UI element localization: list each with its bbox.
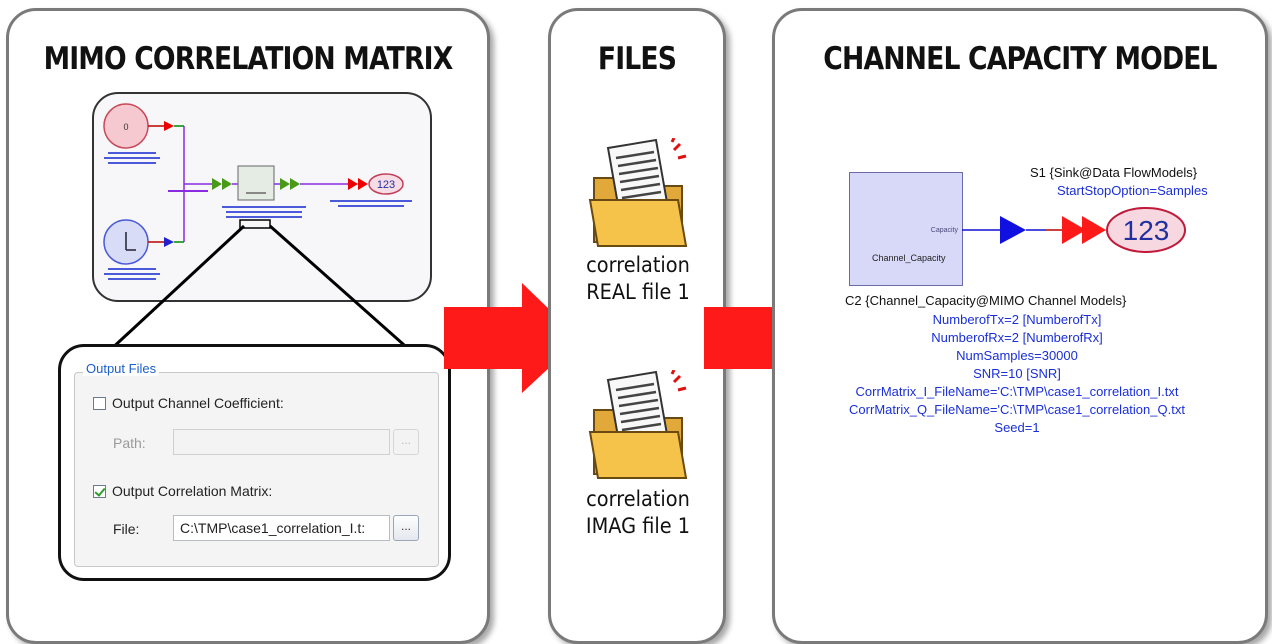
output-correlation-matrix-checkbox[interactable]: [93, 484, 106, 498]
red-arrow-icon: [1062, 216, 1086, 244]
svg-text:0: 0: [123, 122, 128, 132]
file-imag-line2: IMAG file 1: [585, 514, 691, 538]
panel-title-files: FILES: [597, 41, 677, 77]
output-files-legend: Output Files: [83, 361, 160, 376]
channel-capacity-panel: CHANNEL CAPACITY MODEL: [772, 8, 1268, 644]
output-channel-coefficient-label: Output Channel Coefficient:: [112, 395, 284, 411]
file-label: File:: [113, 521, 140, 537]
param-line: Seed=1: [994, 420, 1040, 435]
capacity-signal-path: 123: [962, 207, 1186, 253]
output-correlation-matrix-row[interactable]: Output Correlation Matrix:: [93, 483, 272, 499]
output-correlation-matrix-label: Output Correlation Matrix:: [112, 483, 273, 499]
param-line: NumSamples=30000: [956, 348, 1078, 363]
param-line: CorrMatrix_I_FileName='C:\TMP\case1_corr…: [855, 384, 1179, 399]
output-channel-coefficient-row[interactable]: Output Channel Coefficient:: [93, 395, 284, 411]
param-line: NumberofRx=2 [NumberofRx]: [931, 330, 1103, 345]
file-real-line1: correlation: [586, 253, 690, 277]
panel-title-capacity: CHANNEL CAPACITY MODEL: [823, 41, 1217, 77]
mini-sink-icon: [368, 173, 404, 195]
mini-schematic: 0 123: [92, 92, 432, 302]
component-params: NumberofTx=2 [NumberofTx] NumberofRx=2 [N…: [767, 311, 1267, 437]
file-input[interactable]: C:\TMP\case1_correlation_I.t:: [173, 515, 390, 541]
mini-schematic-drawing: 0 123: [103, 103, 412, 280]
param-line: CorrMatrix_Q_FileName='C:\TMP\case1_corr…: [849, 402, 1185, 417]
red-arrow-icon: [1082, 216, 1106, 244]
file-label-real: correlation REAL file 1: [583, 252, 693, 306]
svg-text:123: 123: [1123, 215, 1170, 246]
param-line: SNR=10 [SNR]: [973, 366, 1061, 381]
component-title: C2 {Channel_Capacity@MIMO Channel Models…: [845, 293, 1127, 308]
file-imag-line1: correlation: [586, 487, 690, 511]
path-input[interactable]: [173, 429, 390, 455]
sink-icon: [1106, 207, 1186, 253]
sink-title: S1 {Sink@Data FlowModels}: [1030, 165, 1198, 180]
output-channel-coefficient-checkbox[interactable]: [93, 396, 106, 410]
svg-text:123: 123: [377, 179, 395, 191]
flow-arrow-1: [444, 283, 580, 393]
channel-capacity-block[interactable]: Capacity Channel_Capacity: [849, 172, 963, 286]
output-files-zoom-box: Output Files Output Channel Coefficient:…: [58, 344, 451, 581]
folder-document-icon: [588, 370, 688, 479]
channel-capacity-block-name: Channel_Capacity: [872, 253, 946, 263]
path-browse-button[interactable]: ...: [393, 429, 419, 455]
sink-param: StartStopOption=Samples: [1057, 183, 1208, 198]
files-panel: FILES: [548, 8, 726, 644]
correlation-block: [237, 165, 275, 201]
capacity-port-label: Capacity: [930, 227, 958, 234]
path-label: Path:: [113, 435, 146, 451]
zoom-lines: [106, 219, 413, 354]
blue-arrow-icon: [1000, 216, 1026, 244]
folder-document-icon: [588, 138, 688, 247]
file-real-line2: REAL file 1: [586, 280, 690, 304]
file-label-imag: correlation IMAG file 1: [583, 486, 693, 540]
file-browse-button[interactable]: ...: [393, 515, 419, 541]
param-line: NumberofTx=2 [NumberofTx]: [932, 312, 1102, 327]
panel-title-mimo: MIMO CORRELATION MATRIX: [43, 41, 454, 77]
